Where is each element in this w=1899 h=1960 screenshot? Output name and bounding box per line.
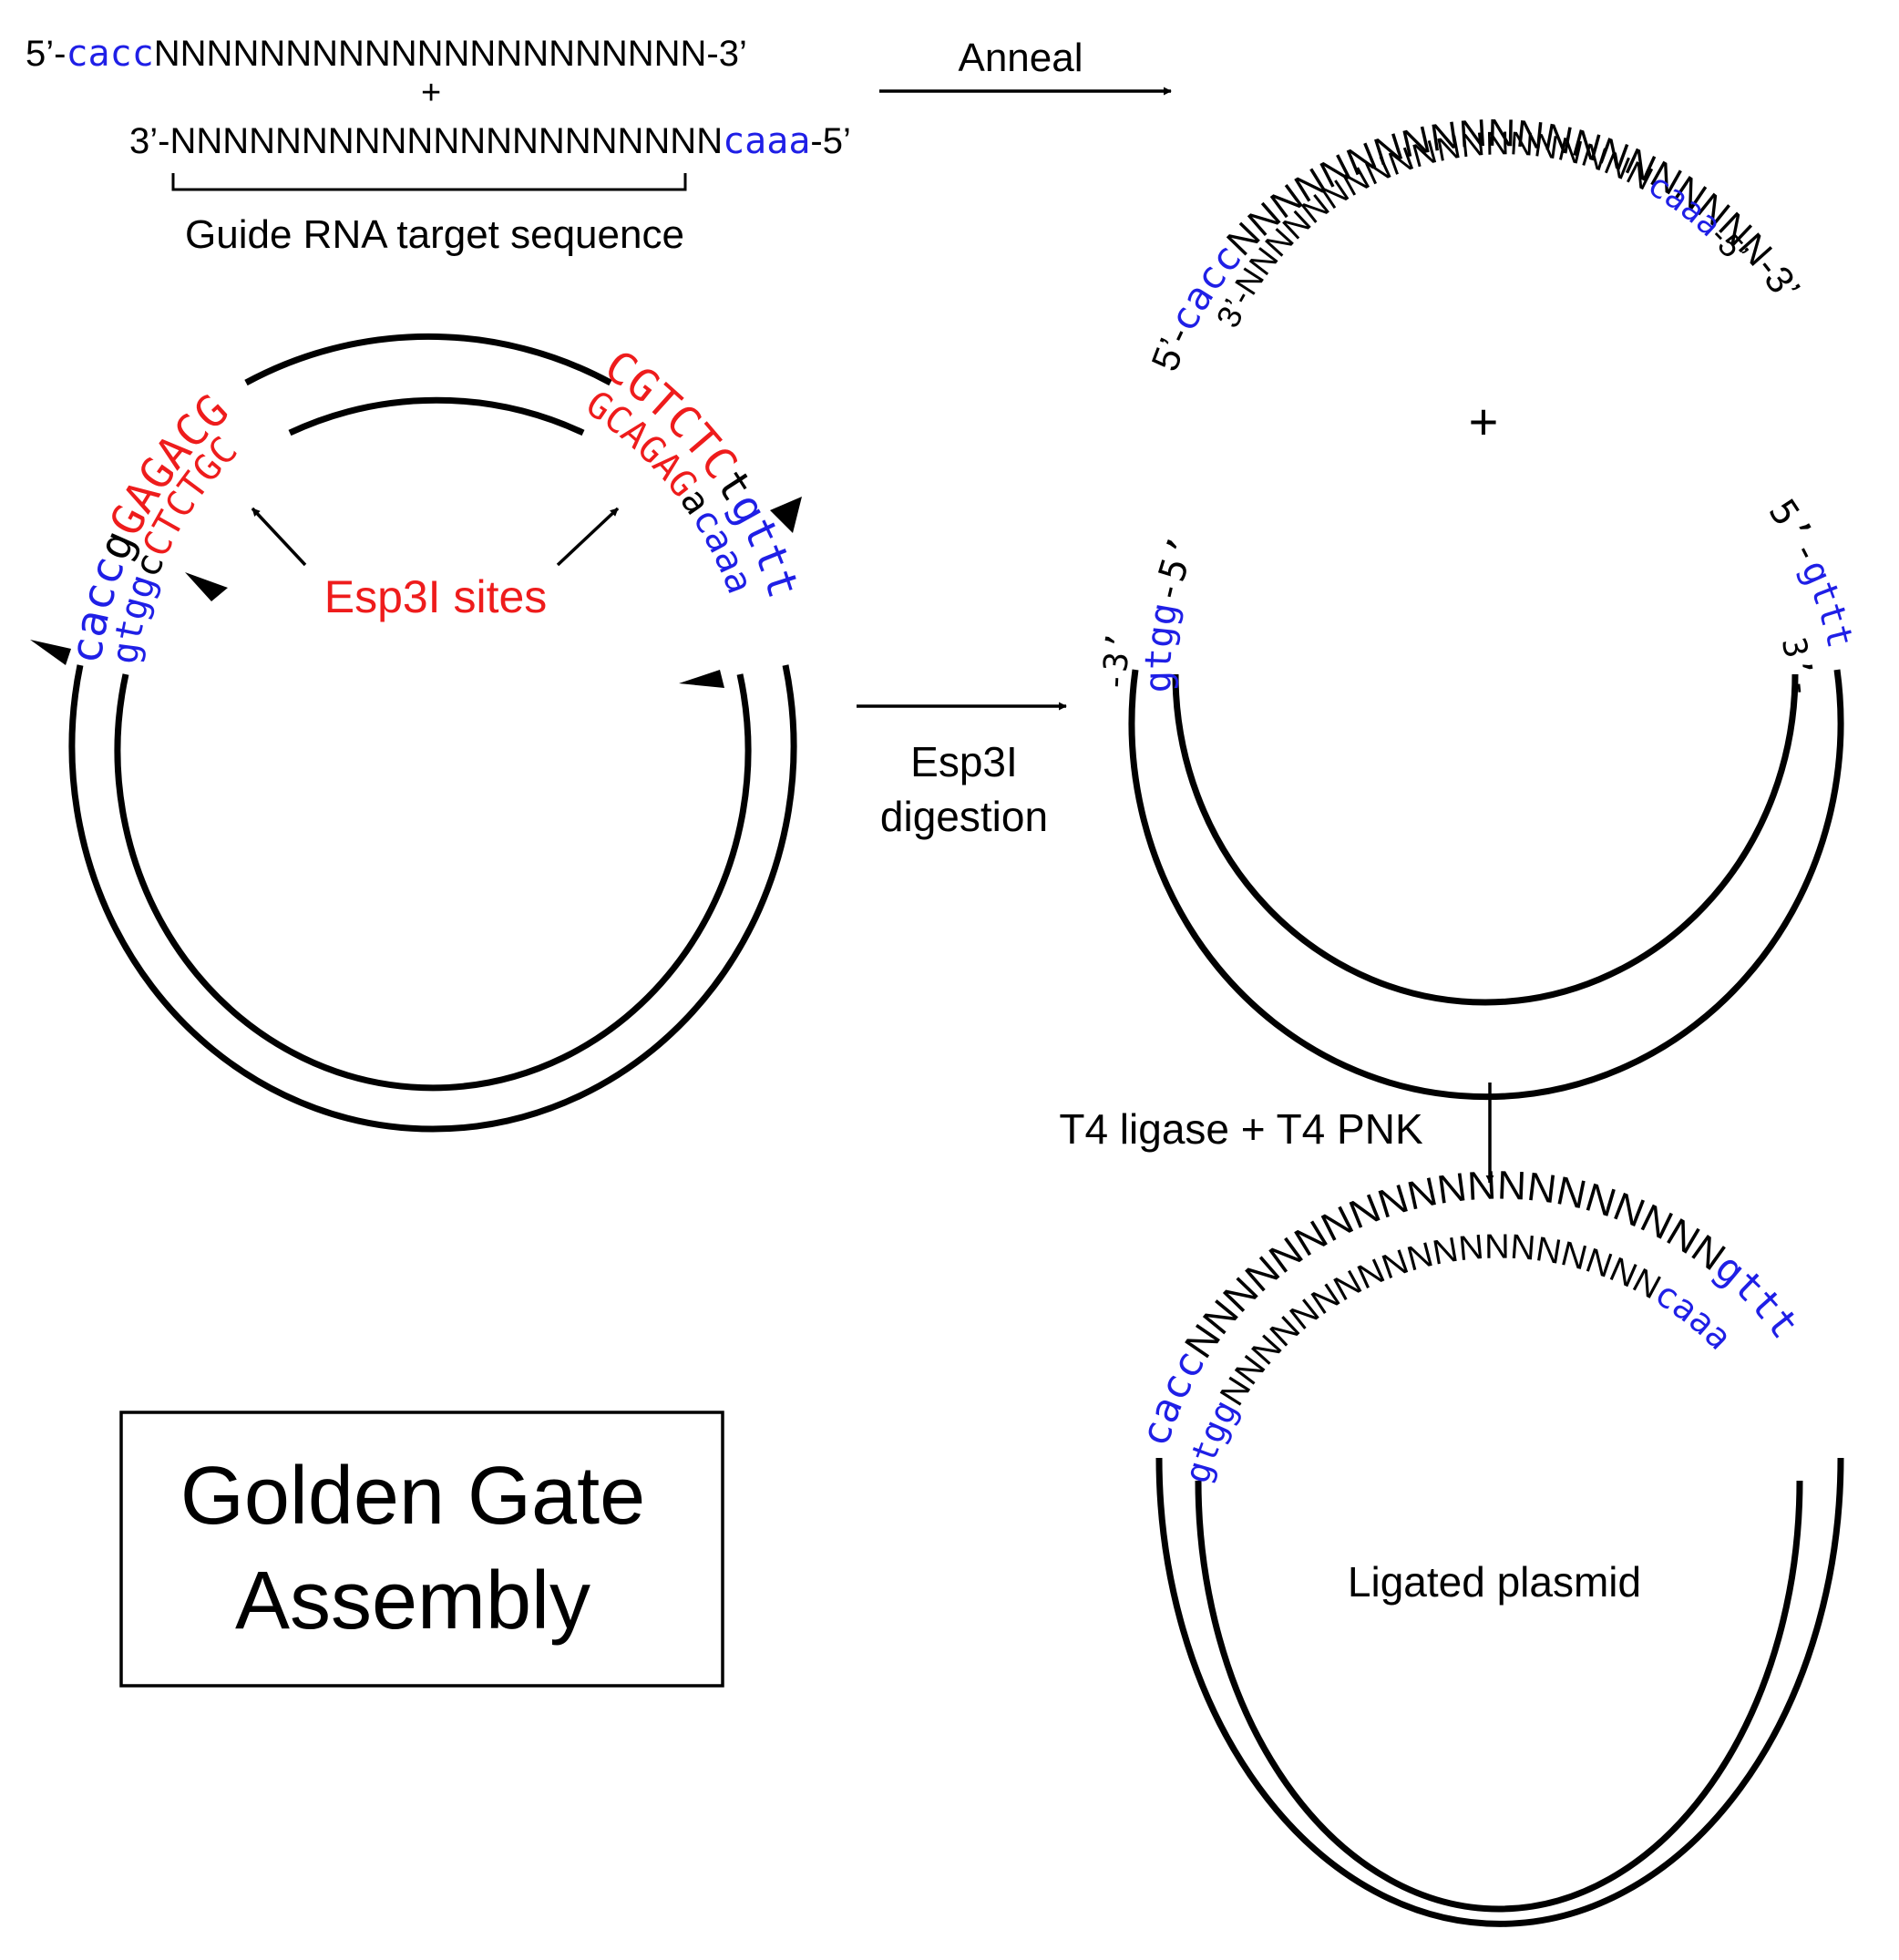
oligo-pair: 5’-caccNNNNNNNNNNNNNNNNNNNNN-3’ + 3’-NNN… bbox=[26, 33, 851, 257]
cut-marker-left-inner bbox=[185, 572, 228, 601]
title-line2: Assembly bbox=[235, 1555, 590, 1647]
anneal-label: Anneal bbox=[958, 36, 1083, 80]
top-oligo: 5’-caccNNNNNNNNNNNNNNNNNNNNN-3’ bbox=[26, 33, 747, 75]
title-box: Golden Gate Assembly bbox=[119, 1411, 724, 1688]
vector-plasmid: caccgGAGACG gtggcCTCTGC CGTCTCtgttt GCAG… bbox=[30, 333, 809, 1133]
target-sequence-label: Guide RNA target sequence bbox=[185, 212, 684, 257]
oligo-plus: + bbox=[421, 74, 441, 112]
ligated-plasmid: caccNNNNNNNNNNNNNNNNNNNNgttt gtggNNNNNNN… bbox=[1132, 1163, 1844, 1927]
esp3i-arrow-left bbox=[251, 507, 307, 567]
digested-outer-strand bbox=[1128, 669, 1844, 1101]
title-line1: Golden Gate bbox=[180, 1451, 645, 1542]
combine-plus: + bbox=[1469, 393, 1499, 450]
vector-outer-strand-upper bbox=[244, 333, 612, 386]
bottom-oligo: 3’-NNNNNNNNNNNNNNNNNNNNNcaaa-5’ bbox=[129, 120, 851, 162]
ligated-plasmid-label: Ligated plasmid bbox=[1348, 1558, 1641, 1606]
ligated-inner-strand bbox=[1195, 1480, 1803, 1913]
digested-vector: -3’ gtgg-5’ 5’-gttt 3’- bbox=[1096, 492, 1862, 1101]
digestion-step: Esp3I digestion bbox=[857, 702, 1067, 840]
annealed-duplex: 5’-caccNNNNNNNNNNNNNNNNNNNNN-3’ 3’-NNNNN… bbox=[1143, 111, 1809, 376]
ligation-step: T4 ligase + T4 PNK bbox=[1059, 1083, 1494, 1184]
cut-marker-right-inner bbox=[679, 670, 724, 688]
annealed-bottom-strand: 3’-NNNNNNNNNNNNNNNNNNNcaaa-5’ bbox=[1208, 124, 1756, 333]
vector-right-outer-seq: CGTCTCtgttt bbox=[595, 341, 809, 605]
anneal-step: Anneal bbox=[879, 36, 1172, 96]
target-bracket bbox=[171, 173, 687, 191]
vector-inner-strand-lower bbox=[114, 673, 752, 1092]
title-frame bbox=[119, 1411, 724, 1688]
digested-left-outer-end: -3’ bbox=[1096, 629, 1139, 693]
digested-inner-strand bbox=[1172, 673, 1799, 1006]
vector-outer-strand-lower bbox=[68, 664, 797, 1133]
digested-right-outer-seq: 5’-gttt bbox=[1760, 492, 1862, 652]
digestion-label-line2: digestion bbox=[880, 793, 1048, 840]
digestion-label-line1: Esp3I bbox=[910, 738, 1018, 785]
ligation-label: T4 ligase + T4 PNK bbox=[1059, 1105, 1423, 1153]
vector-inner-strand-upper bbox=[288, 396, 585, 436]
digested-left-inner-seq: gtgg-5’ bbox=[1137, 530, 1205, 693]
cut-marker-right-outer bbox=[770, 497, 802, 533]
ligated-outer-strand bbox=[1155, 1457, 1844, 1927]
esp3i-arrow-right bbox=[556, 507, 620, 567]
cut-marker-left-outer bbox=[30, 640, 71, 665]
digested-right-inner-end: 3’- bbox=[1774, 634, 1821, 700]
esp3i-sites-label: Esp3I sites bbox=[324, 571, 548, 622]
